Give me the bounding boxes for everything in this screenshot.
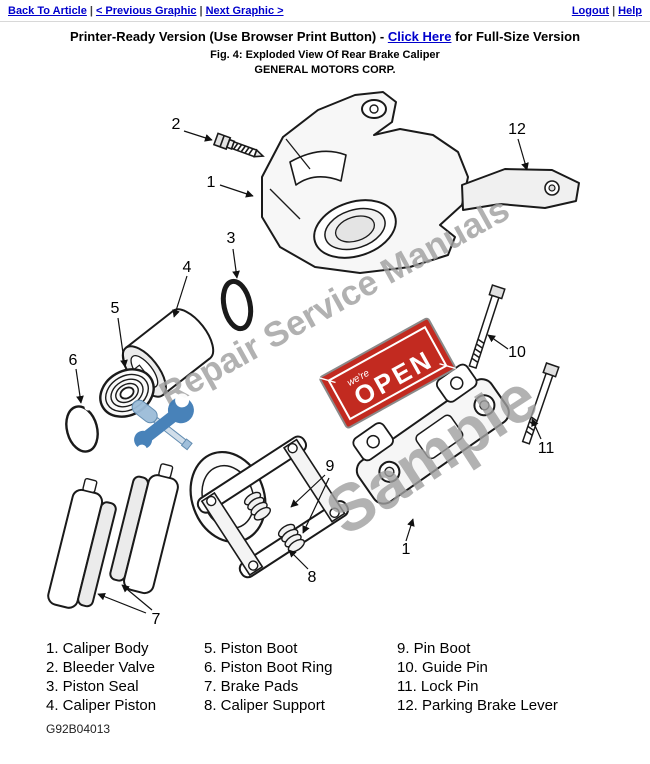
lock-pin-drawing xyxy=(521,362,560,445)
caliper-body-drawing xyxy=(261,91,469,274)
top-navigation: Back To Article|< Previous Graphic|Next … xyxy=(0,0,650,22)
nav-separator: | xyxy=(89,5,93,17)
tools-logo-icon xyxy=(131,393,194,455)
caliper-bracket-right-drawing xyxy=(352,363,510,505)
legend-item: 1. Caliper Body xyxy=(46,640,149,657)
callout-8: 8 xyxy=(308,569,317,586)
legend-item: 3. Piston Seal xyxy=(46,678,139,695)
pin-boot-drawing xyxy=(243,491,305,553)
piston-seal-drawing xyxy=(220,278,254,332)
help-link[interactable]: Help xyxy=(618,5,642,17)
nav-left-links: Back To Article|< Previous Graphic|Next … xyxy=(8,5,284,17)
callout-3: 3 xyxy=(227,230,236,247)
figure-caption: Fig. 4: Exploded View Of Rear Brake Cali… xyxy=(210,49,440,61)
exploded-diagram: Repair Service Manuals xyxy=(0,77,650,639)
printer-ready-title: Printer-Ready Version (Use Browser Print… xyxy=(0,29,650,44)
legend-item: 4. Caliper Piston xyxy=(46,697,157,714)
legend-item: 8. Caliper Support xyxy=(204,697,325,714)
legend-column-1: 1. Caliper Body 2. Bleeder Valve 3. Pist… xyxy=(46,639,204,715)
printer-ready-text: Printer-Ready Version (Use Browser Print… xyxy=(69,29,385,44)
callout-1-bottom: 1 xyxy=(402,541,411,558)
legend-column-2: 5. Piston Boot 6. Piston Boot Ring 7. Br… xyxy=(204,639,397,715)
legend-item: 12. Parking Brake Lever xyxy=(397,697,558,714)
legend-item: 10. Guide Pin xyxy=(397,659,488,676)
logout-link[interactable]: Logout xyxy=(571,5,610,17)
callout-4: 4 xyxy=(183,259,192,276)
exploded-view-svg: Repair Service Manuals xyxy=(47,91,580,628)
callout-9: 9 xyxy=(326,458,335,475)
brake-pads-drawing xyxy=(47,463,179,609)
legend-item: 2. Bleeder Valve xyxy=(46,659,155,676)
caliper-support-drawing xyxy=(189,435,349,579)
legend-item: 9. Pin Boot xyxy=(397,640,471,657)
piston-boot-ring-drawing xyxy=(65,403,99,453)
callout-1-top: 1 xyxy=(207,174,216,191)
legend-item: 5. Piston Boot xyxy=(204,640,298,657)
nav-separator: | xyxy=(612,5,616,17)
full-size-text: for Full-Size Version xyxy=(455,29,581,44)
callout-5: 5 xyxy=(111,300,120,317)
callout-12: 12 xyxy=(508,121,526,138)
company-name: GENERAL MOTORS CORP. xyxy=(254,64,396,76)
next-graphic-link[interactable]: Next Graphic > xyxy=(205,5,284,17)
nav-right-links: Logout|Help xyxy=(572,5,642,17)
legend-item: 11. Lock Pin xyxy=(397,678,479,695)
callout-6: 6 xyxy=(69,352,78,369)
legend-item: 7. Brake Pads xyxy=(204,678,299,695)
guide-pin-drawing xyxy=(468,284,506,370)
legend-column-3: 9. Pin Boot 10. Guide Pin 11. Lock Pin 1… xyxy=(397,639,558,715)
callout-leader-lines xyxy=(75,130,542,614)
callout-10: 10 xyxy=(508,344,526,361)
nav-separator: | xyxy=(199,5,203,17)
back-to-article-link[interactable]: Back To Article xyxy=(8,5,87,17)
callout-7: 7 xyxy=(152,611,161,628)
click-here-link[interactable]: Click Here xyxy=(387,29,452,44)
legend-item: 6. Piston Boot Ring xyxy=(204,659,333,676)
previous-graphic-link[interactable]: < Previous Graphic xyxy=(95,5,197,17)
parts-legend: 1. Caliper Body 2. Bleeder Valve 3. Pist… xyxy=(0,639,650,715)
bleeder-valve-drawing xyxy=(212,132,265,158)
callout-numbers: 2 1 12 3 4 5 6 10 11 9 8 1 7 xyxy=(69,116,555,628)
parking-brake-lever-drawing xyxy=(461,168,580,211)
callout-11: 11 xyxy=(538,440,555,457)
callout-2: 2 xyxy=(172,116,181,133)
figure-code: G92B04013 xyxy=(46,722,111,736)
